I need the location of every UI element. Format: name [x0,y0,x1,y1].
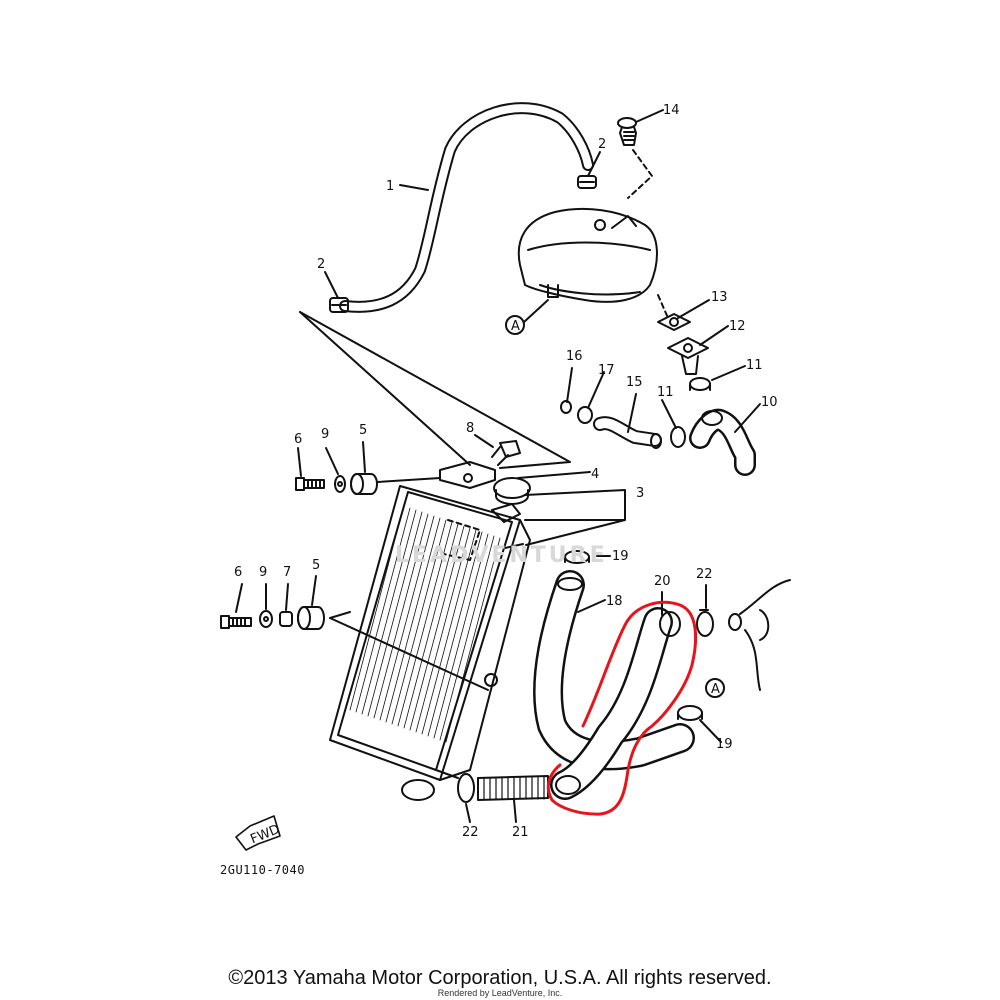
pipe-21 [477,775,549,801]
radiator-3 [329,461,531,801]
callout-4: 4 [591,467,599,482]
clamp-19-upper [564,550,590,564]
bolt-8 [491,440,521,466]
fitting-12 [667,337,709,375]
o-ring-16 [560,400,572,414]
callout-19-upper: 19 [612,549,629,564]
hose-10 [689,408,756,476]
callout-16: 16 [566,349,583,364]
washer-9-upper [334,475,346,493]
callout-12: 12 [729,319,746,334]
callout-21: 21 [512,825,529,840]
clamp-11-upper [689,377,711,391]
callout-3: 3 [636,486,644,501]
callout-10: 10 [761,395,778,410]
bolt-14 [617,117,637,146]
reservoir-tank [517,207,658,303]
callout-7: 7 [283,565,291,580]
callout-8: 8 [466,421,474,436]
overflow-hose-1 [339,102,594,313]
callout-9-lower: 9 [259,565,267,580]
callout-13: 13 [711,290,728,305]
callout-2-left: 2 [317,257,325,272]
radiator-cap-4 [493,477,531,505]
callout-6-upper: 6 [294,432,302,447]
washer-9-lower [259,610,273,628]
clamp-22-lower [457,773,475,803]
hose-20 [550,607,681,800]
callout-22-lower: 22 [462,825,479,840]
callout-11-lower: 11 [657,385,674,400]
callout-20: 20 [654,574,671,589]
rendered-by-text: Rendered by LeadVenture, Inc. [437,988,563,998]
callout-2-top: 2 [598,137,606,152]
bolt-6-upper [295,477,325,491]
pipe-15 [593,416,662,449]
fwd-label: FWD [248,822,282,847]
callout-17: 17 [598,363,615,378]
callout-22-upper: 22 [696,567,713,582]
callout-18: 18 [606,594,623,609]
callout-15: 15 [626,375,643,390]
marker-a-right: A [711,682,720,697]
clamp-19-lower [677,705,703,721]
bolt-6-lower [220,615,252,629]
grommet-5-upper [350,473,378,495]
clamp-2-upper [577,175,597,189]
grommet-5-lower [297,606,325,630]
fwd-arrow-icon [235,815,281,851]
part-code: 2GU110-7040 [220,863,305,877]
collar-7 [279,611,293,627]
o-ring-17 [577,406,593,424]
highlight-outline [546,600,698,816]
clamp-11-lower [670,426,686,448]
clamp-22-upper [696,609,714,637]
callout-5-upper: 5 [359,423,367,438]
callout-6-lower: 6 [234,565,242,580]
copyright-text: ©2013 Yamaha Motor Corporation, U.S.A. A… [228,967,772,989]
callout-14: 14 [663,103,680,118]
callout-11-upper: 11 [746,358,763,373]
callout-19-lower: 19 [716,737,733,752]
callout-1: 1 [386,179,394,194]
callout-9-upper: 9 [321,427,329,442]
gasket-13 [657,313,691,331]
engine-outlet [728,579,791,691]
callout-5-lower: 5 [312,558,320,573]
marker-a-top: A [511,319,520,334]
watermark-text: LEADVENTURE [395,543,608,568]
